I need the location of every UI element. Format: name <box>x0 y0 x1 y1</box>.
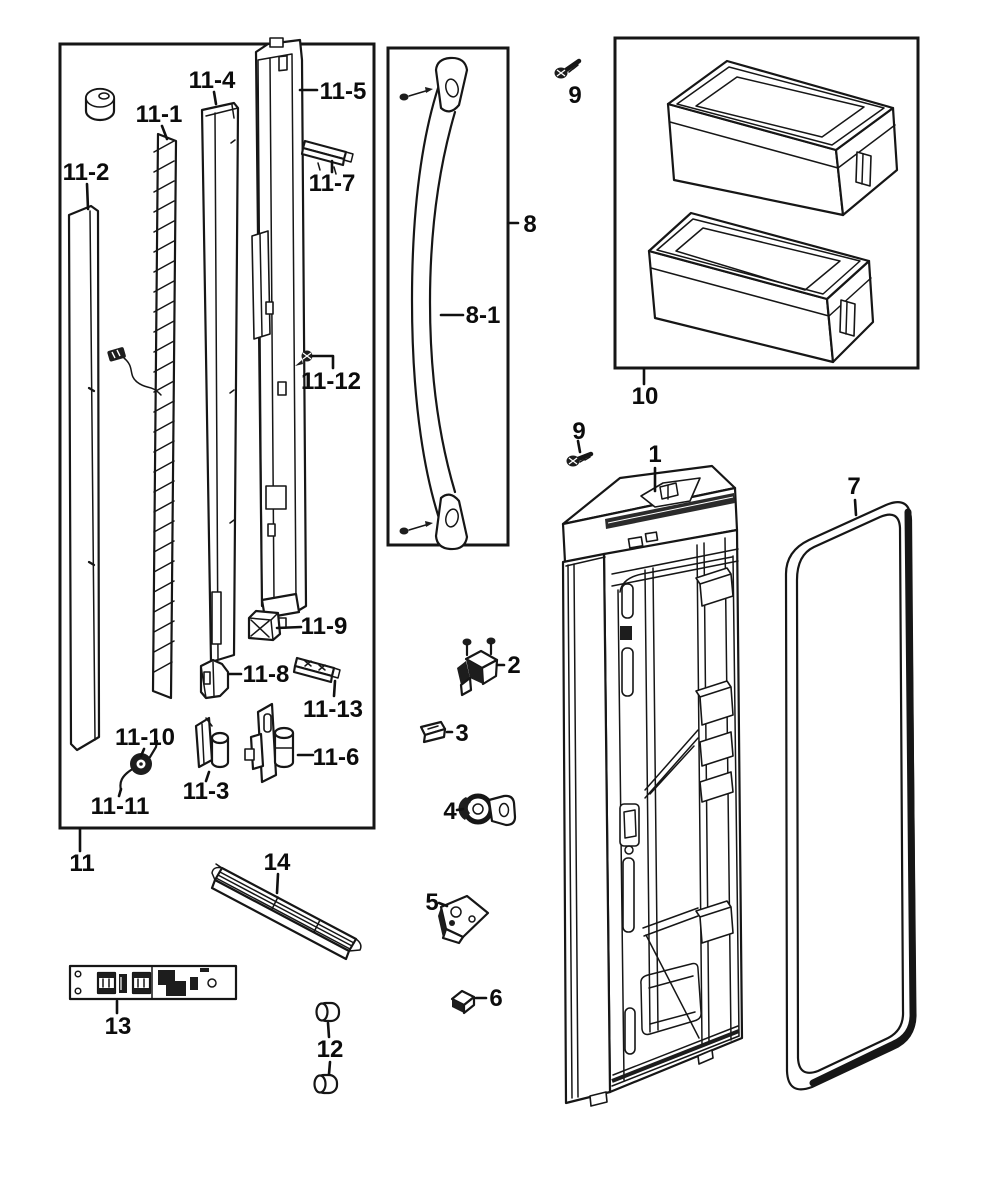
label-7: 7 <box>847 473 860 500</box>
screw-9-top-icon <box>554 58 582 79</box>
label-8: 8 <box>523 211 536 238</box>
label-11-12: 11-12 <box>301 368 361 395</box>
part-11-2-drawing <box>67 204 101 752</box>
part-12-caps-drawing <box>313 1001 341 1095</box>
leader-11-9 <box>275 625 303 630</box>
label-12: 12 <box>317 1036 344 1063</box>
leader-12-lower <box>327 1060 332 1076</box>
group-10-box <box>613 36 920 370</box>
wire-harness-drawing <box>107 347 162 396</box>
part-2-screws-icon <box>462 637 496 657</box>
label-1: 1 <box>648 441 661 468</box>
label-11-4: 11-4 <box>189 67 236 94</box>
label-11-1: 11-1 <box>136 101 183 128</box>
door-hinge-blocks <box>695 567 734 944</box>
part-5-drawing <box>438 894 490 945</box>
part-4-drawing <box>458 793 517 827</box>
leader-7 <box>853 498 858 517</box>
part-6-drawing <box>450 989 476 1015</box>
part-11-13-drawing <box>292 656 341 684</box>
label-11-10: 11-10 <box>115 724 175 751</box>
leader-14 <box>275 872 280 895</box>
label-11-7: 11-7 <box>309 170 356 197</box>
part-cap-drawing <box>84 87 116 122</box>
label-8-1: 8-1 <box>466 302 501 329</box>
part-1-door-drawing <box>561 464 744 1107</box>
screw-11-12-icon <box>295 350 313 366</box>
part-11-1-drawing <box>151 132 178 700</box>
label-11: 11 <box>69 850 94 877</box>
leader-12-upper <box>326 1021 331 1039</box>
label-11-2: 11-2 <box>63 159 110 186</box>
label-2: 2 <box>507 652 520 679</box>
part-13-pcb-drawing <box>68 964 238 1001</box>
label-11-3: 11-3 <box>183 778 230 805</box>
part-11-4-drawing <box>200 101 240 664</box>
leader-11-3 <box>204 770 211 783</box>
part-11-3-drawing <box>194 716 230 769</box>
handle-screw-top-icon <box>399 87 433 101</box>
handle-screw-bottom-icon <box>399 521 433 535</box>
leader-11-1 <box>160 124 169 141</box>
leader-11-2 <box>85 182 90 211</box>
bin-upper-drawing <box>666 59 899 217</box>
group-11-box <box>58 42 376 830</box>
label-9-door: 9 <box>572 418 585 445</box>
part-2-drawing <box>457 637 499 697</box>
screw-9-door-icon <box>566 451 594 467</box>
part-11-8-drawing <box>199 658 230 700</box>
label-3: 3 <box>455 720 468 747</box>
label-11-9: 11-9 <box>301 613 348 640</box>
part-11-10-spring-drawing <box>119 739 159 792</box>
part-7-gasket-drawing <box>784 501 917 1091</box>
part-3-drawing <box>419 720 447 744</box>
part-11-9-drawing <box>247 609 282 642</box>
label-14: 14 <box>264 849 291 876</box>
leader-9-door <box>576 439 582 454</box>
bins-10-group: 10 <box>613 36 920 410</box>
label-5: 5 <box>425 889 438 916</box>
assembly-11-group: 11-2 11-1 11-4 11-5 11-7 11-12 11-9 11-8… <box>58 37 376 830</box>
label-13: 13 <box>105 1013 132 1040</box>
label-11-5: 11-5 <box>320 78 367 105</box>
leader-11-4 <box>212 90 218 106</box>
part-11-7-drawing <box>300 139 354 175</box>
leader-11-10 <box>139 747 146 758</box>
label-11-13: 11-13 <box>303 696 363 723</box>
part-11-5-drawing <box>251 37 308 629</box>
leader-11-13 <box>332 679 337 698</box>
label-11-11: 11-11 <box>91 793 150 820</box>
label-11-6: 11-6 <box>313 744 360 771</box>
leader-4 <box>455 807 465 812</box>
bin-lower-drawing <box>647 211 875 364</box>
handle-8-group: 8 8-1 <box>386 46 537 551</box>
part-14-rail-drawing <box>210 863 362 961</box>
label-11-8: 11-8 <box>243 661 290 688</box>
leader-5 <box>437 901 449 908</box>
label-9-top: 9 <box>568 82 581 109</box>
label-4: 4 <box>443 798 457 825</box>
leader-11-11 <box>117 787 123 798</box>
label-10: 10 <box>632 383 659 410</box>
leader-11-12 <box>311 354 335 370</box>
part-8-1-handle-drawing <box>410 56 469 551</box>
part-11-6-drawing <box>244 702 295 784</box>
label-6: 6 <box>489 985 502 1012</box>
